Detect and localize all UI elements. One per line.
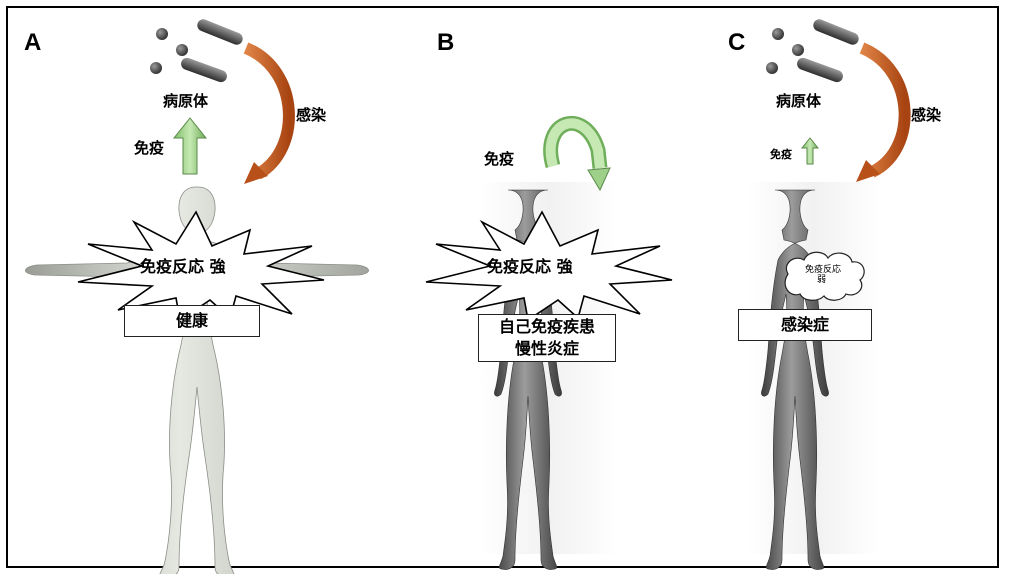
- status-box-b-line-1: 自己免疫疾患: [499, 316, 595, 338]
- immune-label-c: 免疫: [770, 146, 792, 162]
- pathogen-label-a: 病原体: [163, 90, 208, 111]
- infection-label-a: 感染: [296, 104, 326, 125]
- pathogen-cluster-a: [150, 17, 245, 83]
- status-box-c-line-1: 感染症: [781, 314, 829, 336]
- burst-text-a: 免疫反応 強: [140, 253, 226, 277]
- status-box-b-line-2: 慢性炎症: [515, 338, 579, 360]
- infection-label-c: 感染: [911, 104, 941, 125]
- status-box-c: 感染症: [738, 309, 872, 341]
- panel-letter-b: B: [437, 29, 454, 57]
- immune-arrow-up-a: [174, 118, 206, 174]
- infection-arrow-a: [244, 48, 289, 184]
- infection-arrow-c: [856, 48, 905, 182]
- cloud-text-c-line-2: 弱: [817, 272, 826, 285]
- burst-text-b: 免疫反応 強: [487, 253, 573, 277]
- panel-letter-c: C: [728, 29, 745, 57]
- immune-arrow-up-c: [802, 138, 818, 164]
- immune-label-a: 免疫: [134, 137, 164, 158]
- immune-label-b: 免疫: [484, 148, 514, 169]
- status-box-a-line-1: 健康: [176, 310, 208, 332]
- status-box-a: 健康: [124, 305, 260, 337]
- immune-arrow-curve-b: [551, 123, 610, 190]
- panel-letter-a: A: [24, 29, 41, 57]
- pathogen-cluster-c: [766, 17, 861, 83]
- pathogen-label-c: 病原体: [776, 90, 821, 111]
- status-box-b: 自己免疫疾患 慢性炎症: [478, 314, 616, 362]
